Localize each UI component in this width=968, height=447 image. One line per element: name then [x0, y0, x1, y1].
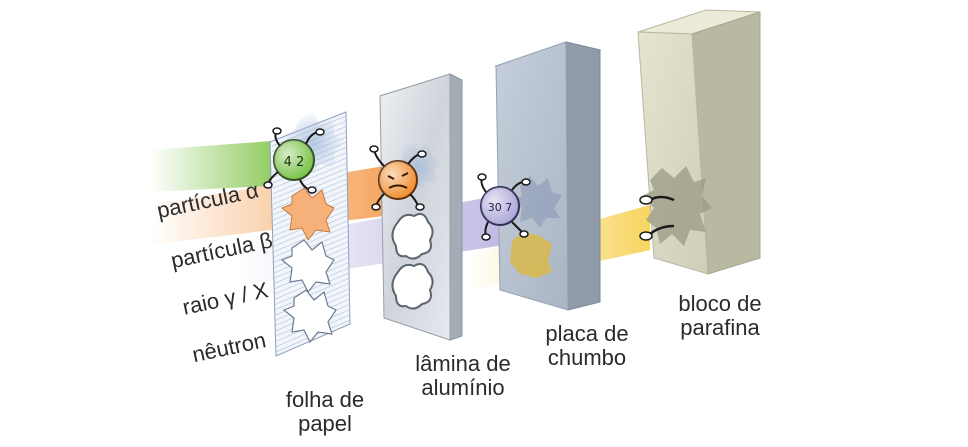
neutron-hole-aluminum: [391, 263, 434, 310]
label-paper-line2: papel: [298, 411, 352, 436]
gamma-particle-character: 30 7: [477, 173, 531, 241]
label-aluminum-line1: lâmina de: [415, 351, 511, 376]
gamma-hole-aluminum: [391, 213, 434, 260]
label-paraffin-line2: parafina: [680, 315, 760, 340]
gamma-impact-splash: [512, 176, 562, 228]
neutron-impact-splash: [642, 166, 712, 246]
label-paraffin-line1: bloco de: [678, 291, 762, 316]
paper-ruled-line: [273, 178, 348, 210]
label-lead-line2: chumbo: [547, 345, 627, 370]
paper-ruled-line: [274, 272, 350, 305]
alpha-particle-character: 4 2: [263, 127, 325, 194]
paper-ruled-line: [272, 162, 348, 194]
paper-ruled-line: [275, 277, 350, 311]
alpha-beam: [150, 140, 290, 192]
beta-hole-paper: [281, 187, 335, 241]
gamma-hole-paper: [280, 239, 335, 294]
neutron-particle-legs: [639, 195, 675, 241]
paraffin-block: [637, 9, 761, 275]
label-aluminum-line2: alumínio: [421, 375, 505, 400]
aluminum-sheet: [378, 73, 464, 341]
neutron-pass-shadow: [510, 232, 552, 278]
label-paraffin-block: bloco de parafina: [660, 292, 780, 340]
gamma-particle-face: 30 7: [488, 201, 513, 214]
lead-plate: [494, 41, 602, 311]
neutron-hole-paper: [282, 289, 337, 344]
label-paper-sheet: folha de papel: [270, 388, 380, 436]
label-lead-line1: placa de: [545, 321, 629, 346]
paper-ruled-line: [274, 230, 349, 263]
label-lead-plate: placa de chumbo: [532, 322, 642, 370]
beta-particle-character: [369, 145, 427, 211]
label-aluminum-sheet: lâmina de alumínio: [398, 352, 528, 400]
alpha-particle-face: 4 2: [284, 155, 305, 170]
paper-ruled-line: [274, 225, 349, 258]
label-paper-line1: folha de: [285, 387, 365, 412]
paper-ruled-line: [272, 167, 348, 200]
